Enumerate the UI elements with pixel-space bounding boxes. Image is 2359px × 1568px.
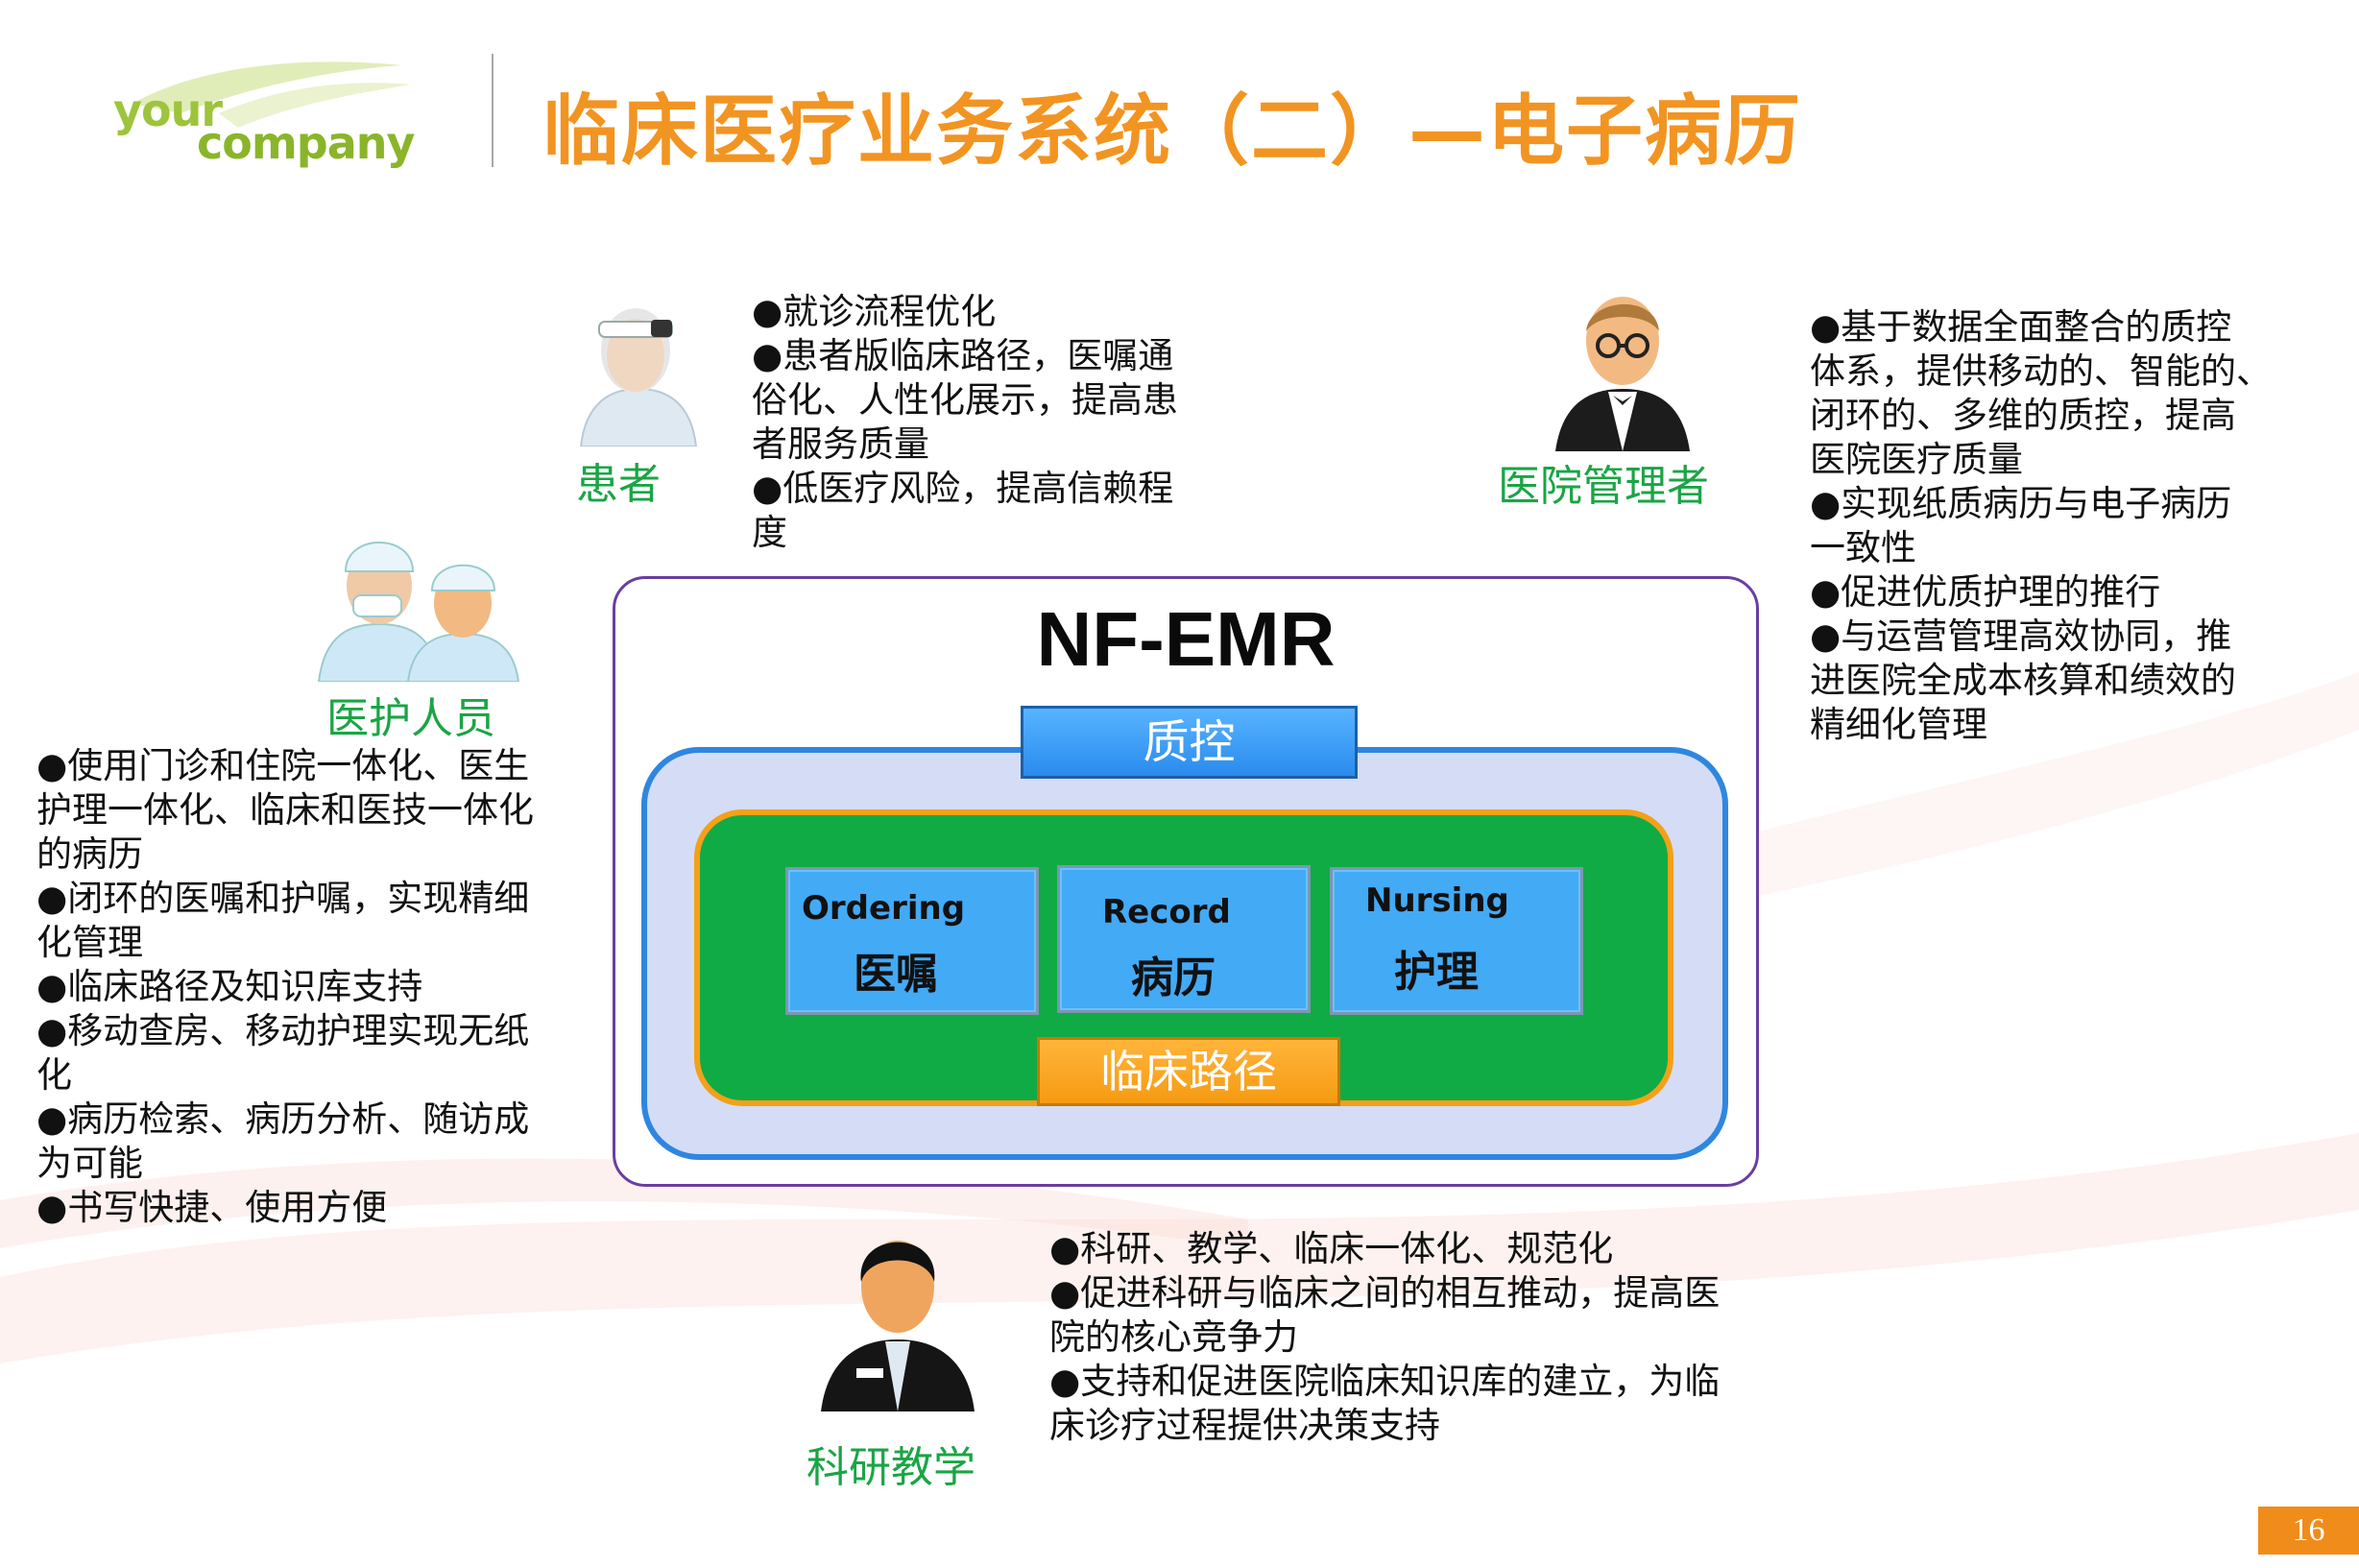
patient-icon	[579, 308, 698, 446]
research-teaching-label: 科研教学	[806, 1443, 975, 1492]
nf-emr-title: NF-EMR	[1036, 596, 1336, 682]
page-title: 临床医疗业务系统（二）—电子病历	[542, 86, 1802, 176]
patient-description: ●就诊流程优化 ●患者版临床路径，医嘱通 俗化、人性化展示，提高患 者服务质量 …	[752, 291, 1178, 553]
patient-label: 患者	[576, 460, 661, 509]
module-nursing-en: Nursing	[1365, 881, 1509, 920]
hospital-manager-label: 医院管理者	[1498, 462, 1709, 511]
company-logo	[132, 61, 411, 128]
module-record-en: Record	[1102, 893, 1231, 931]
clinical-pathway-box: 临床路径	[1037, 1037, 1340, 1106]
hospital-manager-description: ●基于数据全面整合的质控 体系，提供移动的、智能的、 闭环的、多维的质控，提高 …	[1810, 306, 2272, 745]
module-nursing: Nursing 护理	[1330, 867, 1583, 1015]
page-number: 16	[2258, 1507, 2359, 1555]
medical-staff-description: ●使用门诊和住院一体化、医生 护理一体化、临床和医技一体化 的病历 ●闭环的医嘱…	[36, 745, 534, 1228]
research-teaching-description: ●科研、教学、临床一体化、规范化 ●促进科研与临床之间的相互推动，提高医 院的核…	[1049, 1228, 1721, 1446]
module-record-zh: 病历	[1131, 953, 1216, 1002]
logo-text-your: your	[113, 84, 223, 136]
quality-control-box: 质控	[1021, 706, 1358, 779]
module-ordering-en: Ordering	[802, 889, 966, 928]
module-nursing-zh: 护理	[1394, 948, 1479, 997]
title-divider	[492, 54, 493, 167]
hospital-manager-icon	[1555, 297, 1690, 451]
module-ordering-zh: 医嘱	[854, 950, 938, 999]
medical-staff-icon	[317, 542, 520, 682]
medical-staff-label: 医护人员	[326, 694, 495, 743]
logo-text-company: company	[197, 117, 416, 169]
module-record: Record 病历	[1057, 865, 1311, 1013]
research-teaching-icon	[821, 1241, 975, 1411]
module-ordering: Ordering 医嘱	[785, 867, 1039, 1015]
